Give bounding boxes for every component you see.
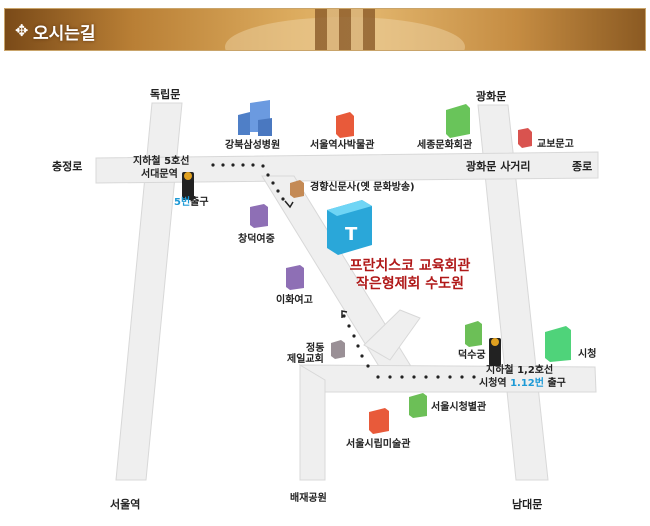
label-kangbuk-samsung: 강북삼성병원 [225,140,281,151]
route-arrow-icon [341,310,348,318]
label-subway-line12: 지하철 1,2호선 [486,365,554,376]
walking-route-top [211,163,285,201]
label-annex: 서울시청별관 [431,402,487,413]
building-history-museum [336,112,354,138]
label-chungjeongno: 충정로 [52,160,83,173]
destination-subtitle: 작은형제회 수도원 [356,276,464,292]
label-gwanghwamun-intersection: 광화문 사거리 [466,160,531,173]
subway-exit-seodaemun-icon [182,172,194,200]
building-city-hall [545,326,571,362]
label-gwanghwamun: 광화문 [476,90,507,103]
road-bottom-vertical [299,364,326,481]
label-jeongdong-2: 제일교회 [287,354,324,365]
building-deoksugung [465,321,482,347]
label-museum-of-art: 서울시립미술관 [346,439,411,450]
label-sejong: 세종문화회관 [417,140,473,151]
label-subway-line5: 지하철 5호선 [133,156,190,167]
subway-exit-cityhall-icon [489,338,501,366]
building-kyobo [518,128,532,148]
building-jeongdong-church [331,340,345,359]
destination-name: 프란치스코 교육회관 [349,258,471,274]
destination-label: 프란치스코 교육회관 작은형제회 수도원 [335,257,485,293]
label-changdeok: 창덕여중 [238,234,275,245]
road-top-horizontal [95,151,599,184]
label-seodaemun-station: 서대문역 [141,169,178,180]
label-exit-5: 5번출구 [174,197,209,208]
label-jeongdong-1: 정동 [306,343,325,354]
road-left-vertical [115,102,183,481]
road-short-branch [363,309,421,361]
label-deoksugung: 덕수궁 [458,350,486,361]
page-title: 오시는길 [33,24,96,44]
destination-logo: T [345,224,358,245]
label-kyunghyang: 경향신문사(옛 문화방송) [310,182,415,193]
route-arrow-icon [284,200,294,209]
label-seoul-station: 서울역 [110,498,141,511]
building-kyunghyang [290,180,304,198]
move-arrows-icon: ✥ [15,21,29,40]
building-ewha [286,265,304,290]
building-museum-of-art [369,408,389,434]
label-dongnimmun: 독립문 [150,88,181,101]
label-history-museum: 서울역사박물관 [310,140,375,151]
label-cityhall-exit: 시청역 1.12번 출구 [479,378,566,389]
building-changdeok [250,204,268,228]
label-ewha: 이화여고 [276,295,313,306]
label-paichai-park: 배재공원 [290,493,327,504]
label-jongno: 종로 [572,160,593,173]
building-sejong [446,104,470,138]
label-city-hall: 시청 [578,349,597,360]
building-annex [409,393,427,418]
label-namdaemun: 남대문 [512,498,543,511]
walking-route-bottom [342,314,476,379]
building-kangbuk-samsung [238,100,272,136]
building-destination: T [327,200,372,255]
header-background-aisle [315,9,375,50]
page-header: ✥ 오시는길 [4,8,646,51]
label-kyobo: 교보문고 [537,139,574,150]
